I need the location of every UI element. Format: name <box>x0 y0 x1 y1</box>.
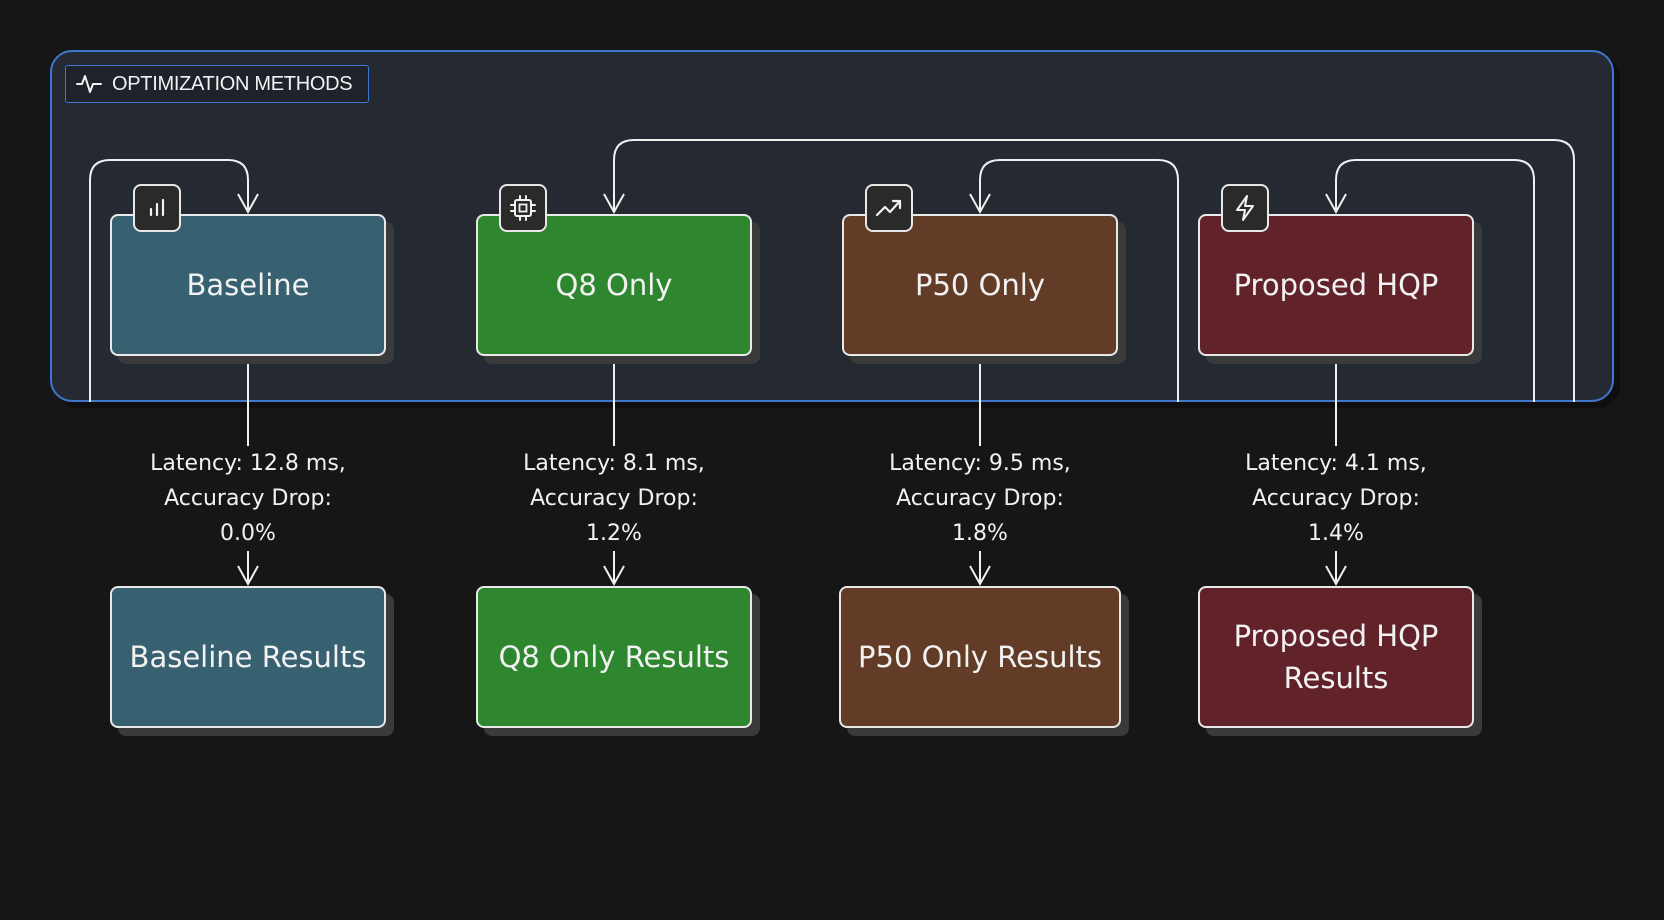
loop-baseline <box>89 159 249 402</box>
node-p50-only-results-label: P50 Only Results <box>858 640 1102 674</box>
edge-label-baseline: Latency: 12.8 ms, Accuracy Drop: 0.0% <box>128 446 368 551</box>
node-p50-only[interactable]: P50 Only <box>842 214 1118 356</box>
node-proposed-hqp-results[interactable]: Proposed HQP Results <box>1198 586 1474 728</box>
node-q8-only-label: Q8 Only <box>555 268 673 302</box>
bar-chart-icon <box>133 184 181 232</box>
arrowhead-q8-results <box>603 565 625 587</box>
edge-label-baseline-accuracy: Accuracy Drop: <box>164 486 332 511</box>
edge-label-q8-value: 1.2% <box>586 521 642 546</box>
node-baseline-results[interactable]: Baseline Results <box>110 586 386 728</box>
node-q8-only-results-label: Q8 Only Results <box>498 640 730 674</box>
edge-label-q8-accuracy: Accuracy Drop: <box>530 486 698 511</box>
node-p50-only-results[interactable]: P50 Only Results <box>839 586 1121 728</box>
edge-label-hqp-value: 1.4% <box>1308 521 1364 546</box>
edge-label-q8: Latency: 8.1 ms, Accuracy Drop: 1.2% <box>494 446 734 551</box>
node-baseline-results-label: Baseline Results <box>129 640 367 674</box>
arrowhead-baseline <box>237 193 259 215</box>
edge-label-hqp-latency: Latency: 4.1 ms, <box>1245 451 1427 476</box>
node-baseline[interactable]: Baseline <box>110 214 386 356</box>
arrowhead-hqp <box>1325 193 1347 215</box>
edge-label-p50-value: 1.8% <box>952 521 1008 546</box>
node-q8-only[interactable]: Q8 Only <box>476 214 752 356</box>
loop-hqp <box>1335 159 1535 402</box>
arrowhead-p50 <box>969 193 991 215</box>
lightning-icon <box>1221 184 1269 232</box>
trending-up-icon <box>865 184 913 232</box>
edge-label-baseline-value: 0.0% <box>220 521 276 546</box>
group-title: OPTIMIZATION METHODS <box>65 65 369 103</box>
edge-label-baseline-latency: Latency: 12.8 ms, <box>150 451 346 476</box>
node-baseline-label: Baseline <box>186 268 310 302</box>
node-proposed-hqp-results-label: Proposed HQP Results <box>1233 619 1439 695</box>
node-proposed-hqp[interactable]: Proposed HQP <box>1198 214 1474 356</box>
activity-icon <box>76 75 102 93</box>
edge-label-hqp: Latency: 4.1 ms, Accuracy Drop: 1.4% <box>1216 446 1456 551</box>
edge-label-q8-latency: Latency: 8.1 ms, <box>523 451 705 476</box>
loop-q8 <box>613 139 1575 402</box>
edge-label-p50-latency: Latency: 9.5 ms, <box>889 451 1071 476</box>
cpu-chip-icon <box>499 184 547 232</box>
node-q8-only-results[interactable]: Q8 Only Results <box>476 586 752 728</box>
arrowhead-q8 <box>603 193 625 215</box>
arrowhead-p50-results <box>969 565 991 587</box>
loop-p50 <box>979 159 1179 402</box>
node-p50-only-label: P50 Only <box>914 268 1046 302</box>
arrowhead-baseline-results <box>237 565 259 587</box>
arrowhead-hqp-results <box>1325 565 1347 587</box>
node-proposed-hqp-label: Proposed HQP <box>1233 268 1439 302</box>
edge-label-hqp-accuracy: Accuracy Drop: <box>1252 486 1420 511</box>
edge-label-p50: Latency: 9.5 ms, Accuracy Drop: 1.8% <box>860 446 1100 551</box>
edge-label-p50-accuracy: Accuracy Drop: <box>896 486 1064 511</box>
group-title-text: OPTIMIZATION METHODS <box>112 72 353 95</box>
